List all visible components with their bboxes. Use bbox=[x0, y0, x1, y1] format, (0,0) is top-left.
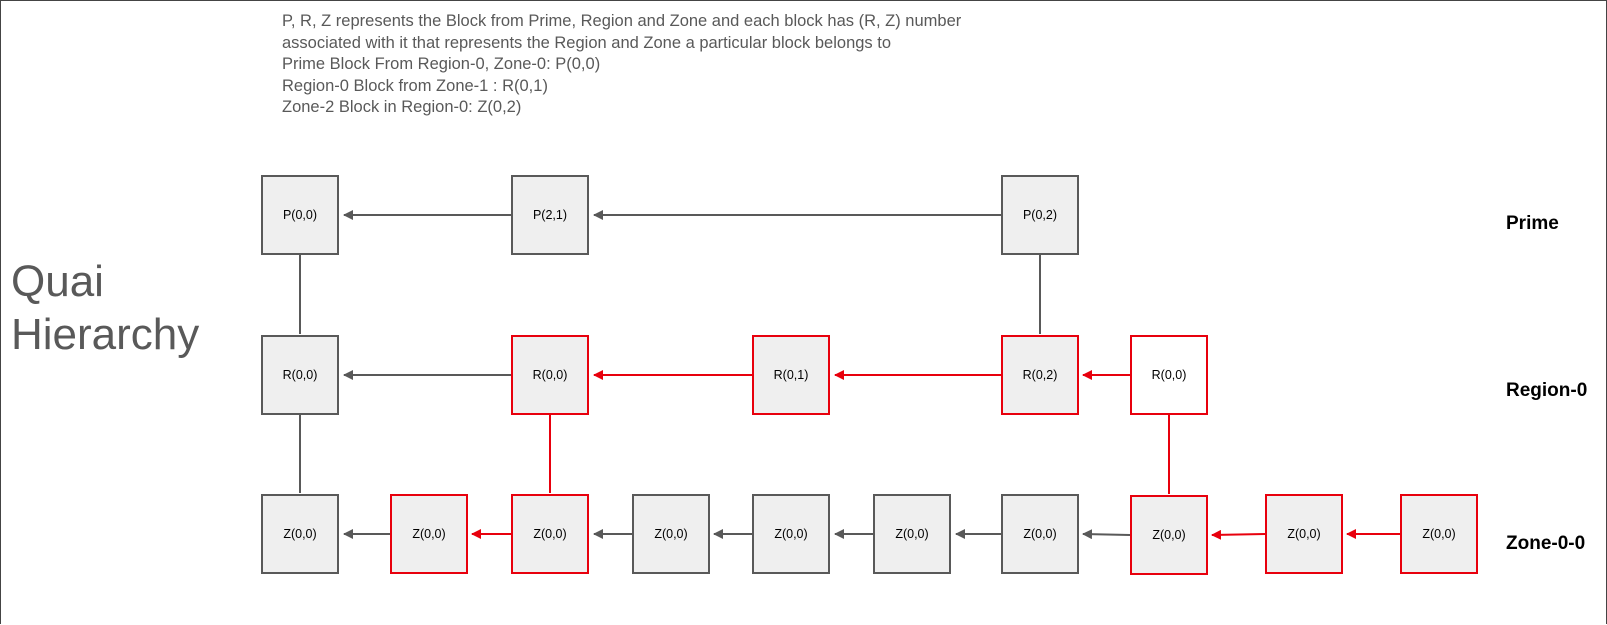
description-line: P, R, Z represents the Block from Prime,… bbox=[282, 12, 962, 30]
region-block[interactable]: R(0,1) bbox=[752, 335, 830, 415]
zone-block[interactable]: Z(0,0) bbox=[632, 494, 710, 574]
zone-block[interactable]: Z(0,0) bbox=[1130, 495, 1208, 575]
zone-block[interactable]: Z(0,0) bbox=[1001, 494, 1079, 574]
arrow-z00h-to-z00g bbox=[1082, 529, 1131, 540]
zone-block[interactable]: Z(0,0) bbox=[390, 494, 468, 574]
level-label-prime: Prime bbox=[1506, 213, 1559, 234]
description-text: P, R, Z represents the Block from Prime,… bbox=[282, 11, 1082, 119]
prime-block[interactable]: P(2,1) bbox=[511, 175, 589, 255]
description-line: Region-0 Block from Zone-1 : R(0,1) bbox=[282, 76, 548, 95]
zone-block[interactable]: Z(0,0) bbox=[511, 494, 589, 574]
arrow-z00i-to-z00h bbox=[1211, 529, 1266, 540]
level-label-zone: Zone-0-0 bbox=[1506, 533, 1586, 554]
title-line: Quai bbox=[11, 257, 104, 306]
description-line: Zone-2 Block in Region-0: Z(0,2) bbox=[282, 98, 522, 116]
description-line: Prime Block From Region-0, Zone-0: P(0,0… bbox=[282, 55, 601, 73]
region-block[interactable]: R(0,2) bbox=[1001, 335, 1079, 415]
level-label-region: Region-0 bbox=[1506, 380, 1588, 401]
region-block[interactable]: R(0,0) bbox=[511, 335, 589, 415]
prime-block[interactable]: P(0,2) bbox=[1001, 175, 1079, 255]
prime-block[interactable]: P(0,0) bbox=[261, 175, 339, 255]
region-block[interactable]: R(0,0) bbox=[1130, 335, 1208, 415]
region-block[interactable]: R(0,0) bbox=[261, 335, 339, 415]
diagram-title: Quai Hierarchy bbox=[11, 255, 199, 361]
zone-block[interactable]: Z(0,0) bbox=[1400, 494, 1478, 574]
zone-block[interactable]: Z(0,0) bbox=[873, 494, 951, 574]
title-line: Hierarchy bbox=[11, 310, 200, 359]
description-line: associated with it that represents the R… bbox=[282, 33, 892, 52]
zone-block[interactable]: Z(0,0) bbox=[752, 494, 830, 574]
zone-block[interactable]: Z(0,0) bbox=[1265, 494, 1343, 574]
zone-block[interactable]: Z(0,0) bbox=[261, 494, 339, 574]
